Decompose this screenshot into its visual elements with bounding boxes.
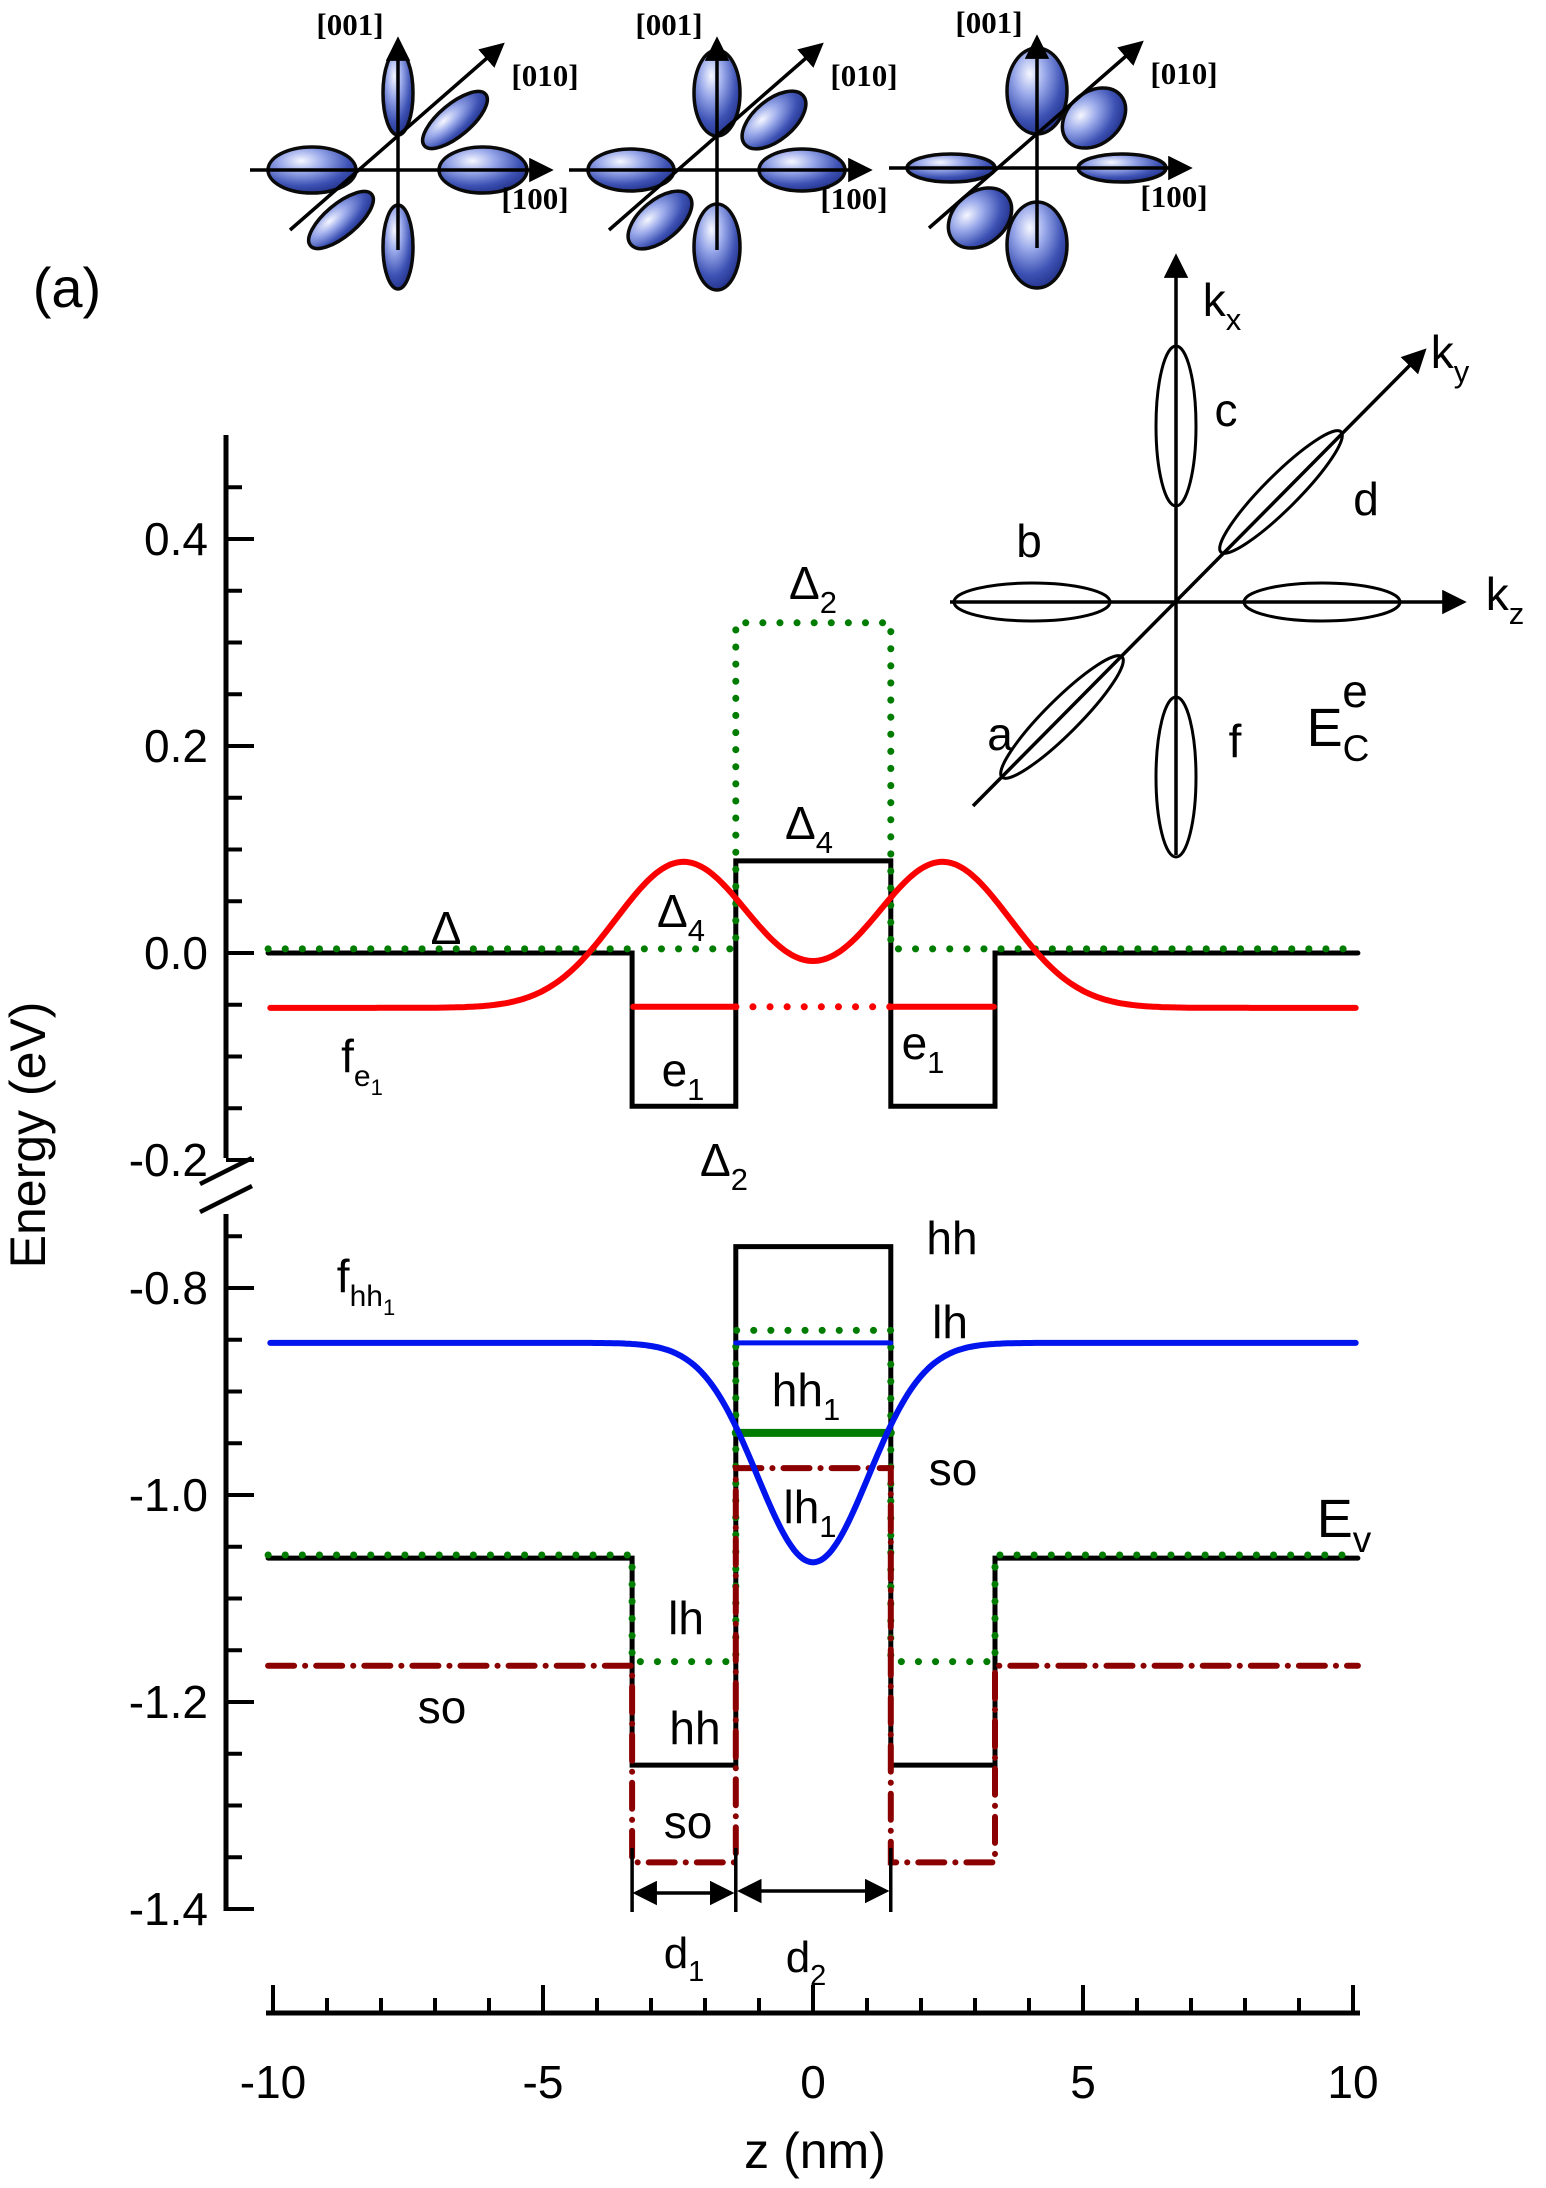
axis-010-arrow [607,42,824,232]
delta4-bar-label: Δ4 [785,797,833,860]
e1-right-label: e1 [902,1017,945,1080]
ev-label: Ev [1317,1489,1372,1560]
x-tick-label--5: -5 [523,2056,564,2108]
lobe-010-down [306,189,376,251]
dimension-arrows [630,1848,893,1912]
valley-e-label: e [1342,665,1368,717]
dir-010-label-1: [010] [511,58,578,93]
y-tick-label-0.4: 0.4 [144,513,208,565]
panel-letter: (a) [33,256,101,319]
lh-barrier-label: lh [932,1296,968,1348]
so-outside-label: so [418,1681,467,1733]
delta2-top-label: Δ2 [789,557,837,620]
plot-text-labels: (a) [001] [001] [001] [010] [010] [010] [100] [1… [0,5,1524,2179]
valley-a-label: a [987,708,1013,760]
hh1-level-label: hh1 [772,1364,840,1427]
dir-001-label-3: [001] [955,5,1022,40]
y-tick-label--0.2: -0.2 [129,1134,208,1186]
valley-cluster-2 [569,36,873,292]
valley-f-label: f [1229,715,1242,767]
d1-label: d1 [664,1929,705,1988]
vb-hh-black [265,1244,1361,1768]
axis-010-arrow [927,40,1144,230]
lh1-level-label: lh1 [783,1481,836,1544]
x-axis-title: z (nm) [744,2123,886,2179]
f-e1-label: fe1 [341,1030,383,1100]
kx-label: kx [1203,274,1242,337]
dir-010-label-2: [010] [830,58,897,93]
cb-edge-black [265,858,1361,1109]
lh-well-label: lh [668,1592,704,1644]
f-hh1-label: fhh1 [337,1250,395,1320]
ky-label: ky [1431,326,1470,389]
ky-axis [971,348,1427,808]
x-tick-label-5: 5 [1070,2056,1096,2108]
dir-100-label-1: [100] [501,181,568,216]
f-e1-wavefunction [267,858,1359,1011]
lobe-010-down [626,189,694,251]
valley-c-label: c [1215,384,1238,436]
hh-well-label: hh [669,1702,720,1754]
y-tick-label-0.0: 0.0 [144,927,208,979]
lobe-010-up [740,89,808,151]
delta4-well-label: Δ4 [657,885,705,948]
axis-break-slash-1 [198,1155,254,1187]
valley-d-ellipse [1218,429,1344,555]
d2-label: d2 [786,1933,827,1992]
y-tick-label--1.4: -1.4 [129,1883,208,1935]
e1-left-label: e1 [662,1044,705,1107]
y-axis-title: Energy (eV) [0,1002,56,1269]
dir-010-label-3: [010] [1150,56,1217,91]
delta2-bot-label: Δ2 [700,1134,748,1197]
y-tick-label--0.8: -0.8 [129,1262,208,1314]
x-tick-label-0: 0 [800,2056,826,2108]
dir-100-label-2: [100] [820,181,887,216]
cb-delta2-green-dotted [264,619,1362,953]
kspace-valley-inset [950,253,1467,859]
dir-001-label-1: [001] [316,7,383,42]
valley-ellipsoid-insets [250,34,1193,292]
so-barrier-label: so [929,1443,978,1495]
ec-label: EC [1307,698,1370,769]
x-tick-label-10: 10 [1327,2056,1378,2108]
valley-b-label: b [1016,515,1042,567]
kz-label: kz [1486,568,1525,631]
y-tick-label--1.0: -1.0 [129,1469,208,1521]
dir-100-label-3: [100] [1140,179,1207,214]
valley-cluster-3 [889,34,1193,290]
axis-break-slash-2 [198,1183,254,1215]
so-well-label: so [664,1796,713,1848]
delta-label: Δ [431,902,462,954]
y-tick-label--1.2: -1.2 [129,1676,208,1728]
hh-barrier-label: hh [926,1212,977,1264]
plot-axes [198,435,1360,2016]
band-profiles [264,619,1362,1866]
x-tick-label--10: -10 [240,2056,306,2108]
y-tick-label-0.2: 0.2 [144,720,208,772]
f-hh1-wavefunction [267,1339,1359,1566]
axis-010-arrow [288,42,505,232]
dir-001-label-2: [001] [635,7,702,42]
valley-cluster-1 [250,36,554,291]
valley-d-label: d [1353,473,1379,525]
lobe-010-up [420,89,490,151]
